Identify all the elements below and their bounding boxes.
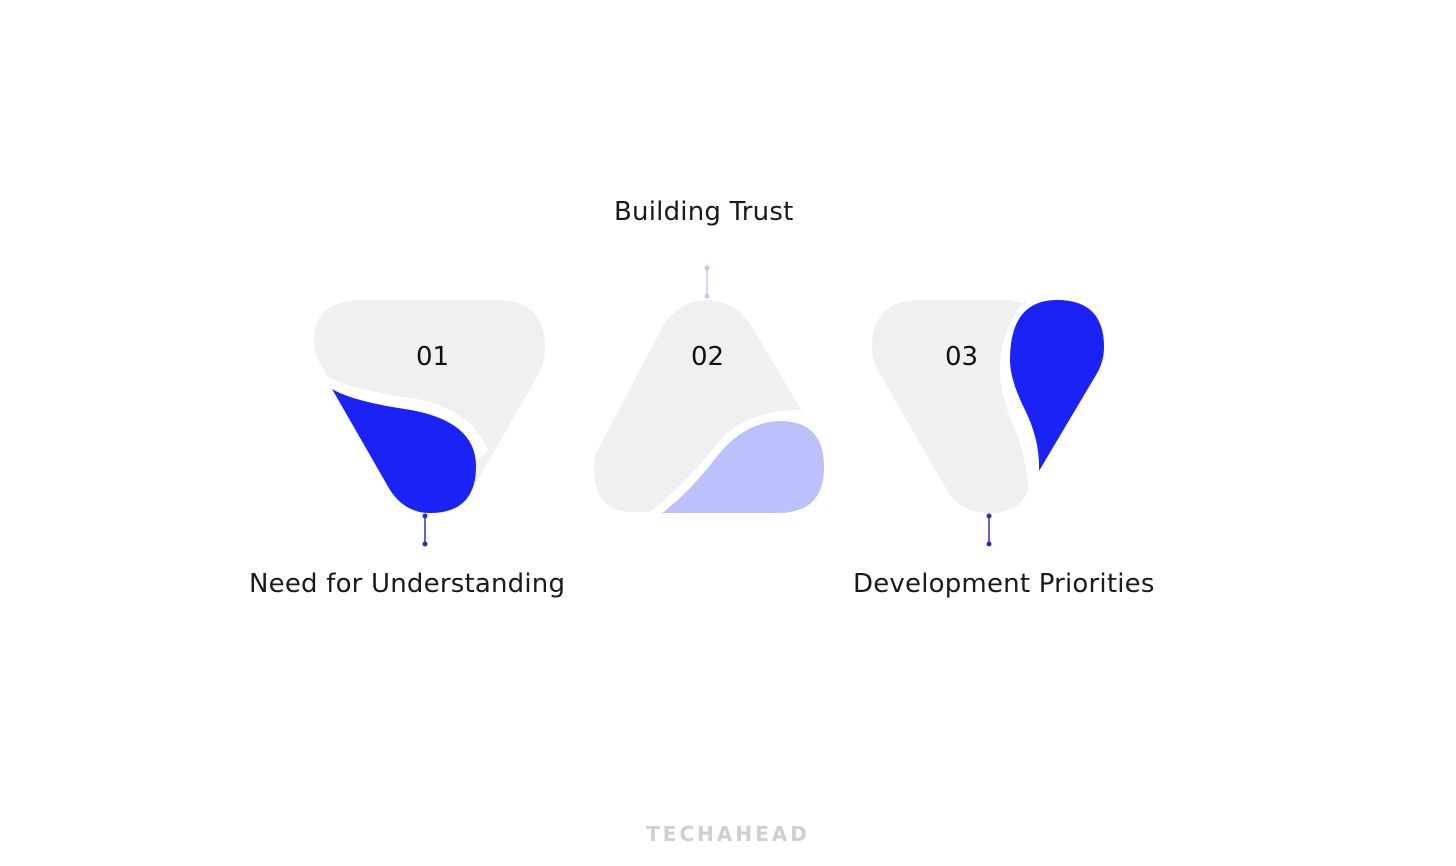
- step-01-white-band: [322, 372, 488, 462]
- step-01-connector-dot-top: [422, 513, 428, 519]
- step-02-label: Building Trust: [614, 197, 794, 227]
- step-03-connector-dot-top: [986, 513, 992, 519]
- step-01-number: 01: [416, 342, 450, 372]
- step-01-blue-drop: [332, 389, 476, 513]
- step-01-shape: [314, 300, 545, 547]
- step-03-blue-drop: [1010, 300, 1104, 471]
- step-02-gray-triangle: [594, 300, 806, 512]
- step-01-connector-dot-bottom: [422, 541, 428, 547]
- brand-logo: TECHAHEAD: [646, 822, 810, 846]
- step-03-number: 03: [945, 342, 979, 372]
- step-02-connector-dot-top: [704, 265, 710, 271]
- step-03-label: Development Priorities: [853, 569, 1155, 599]
- step-01-label: Need for Understanding: [249, 569, 566, 599]
- step-02-white-band: [650, 410, 815, 512]
- step-03-shape: [872, 300, 1104, 547]
- step-02-shape: [594, 265, 824, 513]
- step-03-connector-dot-bottom: [986, 541, 992, 547]
- step-03-gray-triangle: [872, 300, 1028, 513]
- step-02-connector-dot-bottom: [704, 293, 710, 299]
- step-02-number: 02: [691, 342, 725, 372]
- step-02-lavender-drop: [662, 421, 824, 513]
